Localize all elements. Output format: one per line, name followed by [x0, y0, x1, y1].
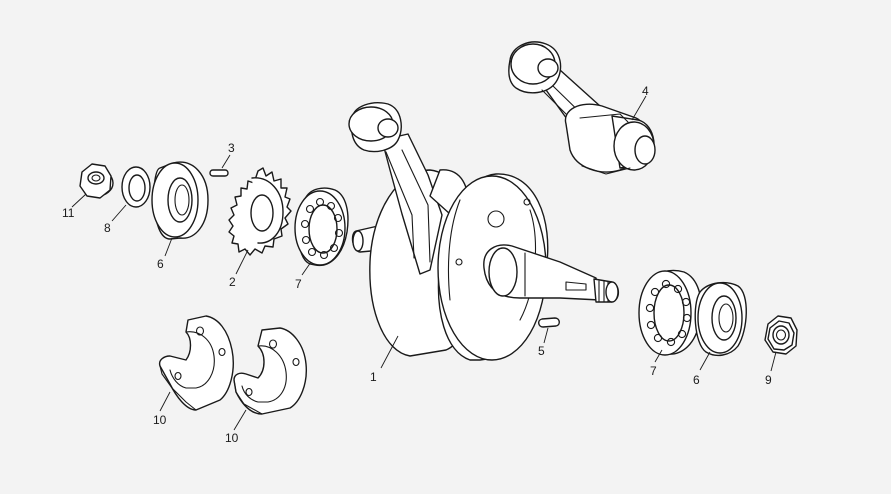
callout-6-left: 6 — [157, 257, 164, 271]
ball-bearing-right — [638, 269, 702, 356]
small-key — [209, 169, 229, 177]
callout-labels: 1 2 3 4 5 6 6 7 7 8 9 10 10 11 — [62, 84, 772, 445]
callout-5: 5 — [538, 344, 545, 358]
callout-6-right: 6 — [693, 373, 700, 387]
leader-4 — [631, 95, 647, 121]
timing-gear — [228, 167, 292, 256]
callout-3: 3 — [228, 141, 235, 155]
leader-6-left — [164, 237, 173, 257]
leader-8 — [111, 204, 127, 222]
washer — [121, 166, 151, 208]
leader-10-left — [159, 391, 171, 412]
oil-seal-left — [151, 161, 209, 240]
bearing-balls-right — [645, 279, 692, 347]
leader-9 — [770, 351, 777, 372]
leader-lines — [71, 95, 777, 431]
leader-6-right — [699, 351, 711, 371]
crankshaft-assembly — [348, 102, 620, 361]
callout-2: 2 — [229, 275, 236, 289]
hex-nut-right — [764, 315, 798, 355]
callout-10-right: 10 — [225, 431, 239, 445]
leader-5 — [543, 327, 549, 344]
leader-7-right — [654, 349, 663, 363]
counterweight-left — [158, 315, 234, 411]
leader-1 — [380, 335, 399, 369]
callout-7-right: 7 — [650, 364, 657, 378]
callout-11: 11 — [62, 206, 75, 220]
counterweight-right — [233, 327, 307, 415]
callout-7-left: 7 — [295, 277, 302, 291]
leader-3 — [221, 154, 231, 169]
callout-10-left: 10 — [153, 413, 167, 427]
woodruff-key — [538, 317, 560, 328]
bearing-balls-left — [300, 197, 344, 260]
ball-bearing-left — [294, 187, 349, 267]
oil-seal-right — [694, 281, 747, 357]
flange-nut-left — [79, 163, 114, 199]
callout-1: 1 — [370, 370, 377, 384]
callout-4: 4 — [642, 84, 649, 98]
leader-2 — [235, 249, 249, 275]
leader-7-left — [301, 261, 312, 276]
leader-10-right — [233, 409, 247, 431]
leader-11 — [71, 193, 87, 208]
connecting-rod — [508, 41, 656, 175]
callout-8: 8 — [104, 221, 111, 235]
callout-9: 9 — [765, 373, 772, 387]
